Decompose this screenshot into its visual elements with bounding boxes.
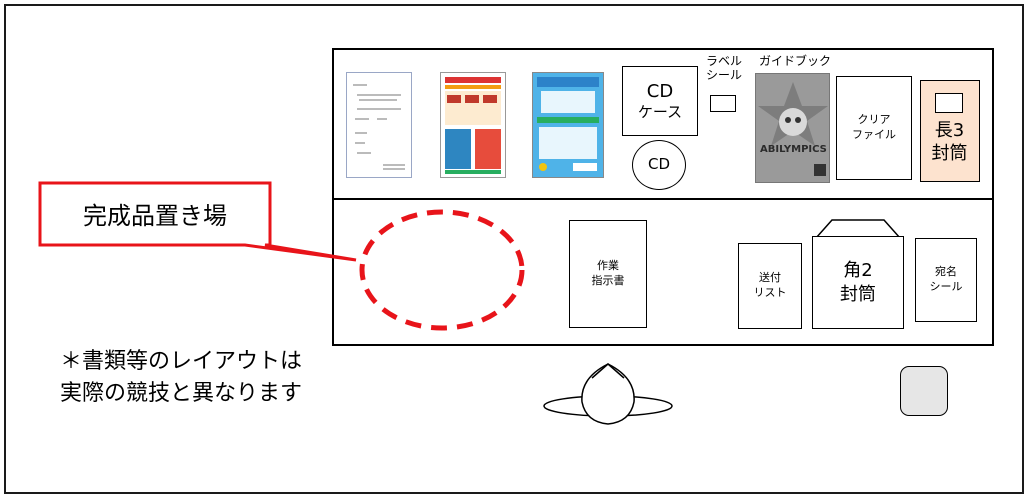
address-seal-line1: 宛名 bbox=[935, 265, 957, 279]
label-seal-caption: ラベル シール bbox=[700, 54, 748, 83]
work-instruction-line2: 指示書 bbox=[591, 274, 625, 287]
label-seal-line2: シール bbox=[705, 68, 742, 83]
layout-note-line2: 実際の競技と異なります bbox=[59, 380, 302, 406]
address-seal-line2: シール bbox=[929, 280, 963, 293]
envelope-long3: 長3 封筒 bbox=[920, 80, 980, 182]
clear-file-line1: クリア bbox=[857, 113, 891, 127]
guidebook: ABILYMPICS bbox=[755, 73, 830, 183]
guidebook-caption: ガイドブック bbox=[758, 54, 831, 68]
cd-case-label-line1: CD bbox=[646, 80, 674, 102]
clear-file: クリア ファイル bbox=[836, 76, 912, 180]
cd-disc-label: CD bbox=[647, 155, 671, 174]
stool-icon bbox=[900, 366, 948, 416]
layout-note: ＊書類等のレイアウトは 実際の競技と異なります bbox=[36, 346, 326, 410]
guidebook-brand: ABILYMPICS bbox=[760, 144, 827, 155]
finished-goods-area-label: 完成品置き場 bbox=[83, 202, 227, 230]
person-icon bbox=[543, 363, 673, 425]
upper-shelf bbox=[332, 48, 994, 200]
work-instruction-sheet: 作業 指示書 bbox=[569, 220, 647, 328]
envelope-kaku2-line1: 角2 bbox=[843, 260, 873, 282]
envelope-long3-line1: 長3 bbox=[934, 120, 965, 141]
document-thumbnail-3 bbox=[532, 72, 604, 178]
label-seal-line1: ラベル bbox=[705, 54, 742, 68]
send-list: 送付 リスト bbox=[738, 243, 802, 329]
send-list-line2: リスト bbox=[753, 286, 787, 299]
document-thumbnail-1 bbox=[346, 72, 412, 178]
send-list-line1: 送付 bbox=[759, 271, 781, 285]
envelope-long3-label: 長3 封筒 bbox=[921, 119, 978, 166]
address-seal: 宛名 シール bbox=[915, 238, 977, 322]
cd-disc: CD bbox=[632, 140, 686, 190]
label-seal bbox=[710, 95, 736, 112]
work-instruction-line1: 作業 bbox=[597, 259, 619, 273]
layout-note-line1: ＊書類等のレイアウトは bbox=[59, 349, 302, 374]
cd-case: CD ケース bbox=[622, 66, 698, 136]
envelope-long3-window bbox=[935, 93, 963, 113]
envelope-kaku2-line2: 封筒 bbox=[840, 283, 876, 305]
cd-case-label-line2: ケース bbox=[637, 102, 683, 121]
clear-file-line2: ファイル bbox=[852, 128, 896, 141]
envelope-long3-line2: 封筒 bbox=[931, 143, 968, 165]
work-desk bbox=[332, 198, 994, 346]
document-thumbnail-2 bbox=[440, 72, 506, 178]
envelope-kaku2: 角2 封筒 bbox=[812, 236, 904, 329]
